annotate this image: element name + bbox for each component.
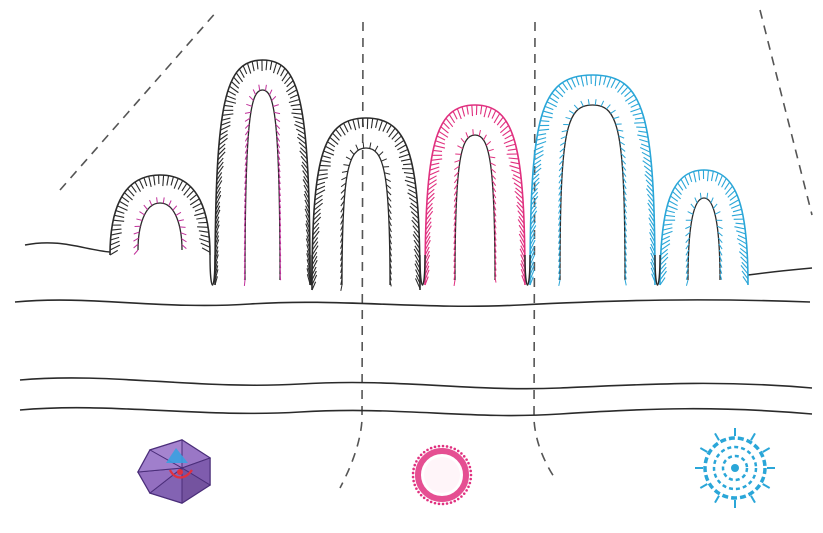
villus-4 xyxy=(425,105,525,286)
submucosa-line-lower xyxy=(20,408,812,416)
icosahedron-icon xyxy=(138,440,210,503)
villus-6-inner-contour xyxy=(688,198,720,280)
villus-4-microvilli xyxy=(425,105,525,285)
villus-3-inner-microvilli xyxy=(341,142,392,291)
villus-3-outer-contour xyxy=(312,118,420,290)
villus-5 xyxy=(530,75,655,286)
guide-lines xyxy=(60,10,812,488)
villus-1-microvilli xyxy=(110,175,210,255)
villus-2-inner-microvilli xyxy=(244,85,280,286)
villus-4-inner-microvilli xyxy=(454,129,496,286)
villus-1-inner-microvilli xyxy=(133,197,186,254)
villus-3 xyxy=(312,118,420,291)
crypt-2 xyxy=(310,255,312,285)
villus-5-microvilli xyxy=(530,75,655,285)
villus-1-inner-contour xyxy=(138,203,182,250)
mucosa-base-line xyxy=(15,300,810,306)
crypt-5 xyxy=(655,255,660,285)
villus-2-microvilli xyxy=(215,60,310,285)
villus-5-inner-contour xyxy=(560,105,625,280)
epithelium-edge-left xyxy=(25,243,110,252)
cyan-ring-particle xyxy=(695,428,775,508)
guide-line-center-left xyxy=(340,22,363,488)
villus-3-inner-contour xyxy=(342,148,390,285)
villus-6-microvilli xyxy=(660,170,748,285)
villus-6 xyxy=(660,170,748,286)
villus-2-outer-contour xyxy=(215,60,310,285)
guide-line-left xyxy=(60,10,218,190)
villus-5-outer-contour xyxy=(530,75,655,285)
concentric-ring-icon xyxy=(695,428,775,508)
icosahedral-virus xyxy=(138,440,210,503)
villi-group xyxy=(25,60,812,291)
crypt-4 xyxy=(525,255,530,285)
villus-3-microvilli xyxy=(312,118,420,290)
villus-2 xyxy=(215,60,310,286)
ring-icon xyxy=(412,445,473,506)
guide-line-center-right xyxy=(534,22,556,480)
epithelium-edge-right xyxy=(748,268,812,275)
crypt-3 xyxy=(420,255,425,285)
villus-1 xyxy=(110,175,210,255)
submucosa-line-upper xyxy=(20,378,812,389)
pink-ring-particle xyxy=(412,445,473,506)
crypt-1 xyxy=(210,255,215,285)
villus-6-inner-microvilli xyxy=(685,193,722,286)
villus-4-inner-contour xyxy=(455,135,495,280)
villus-6-outer-contour xyxy=(660,170,748,285)
tissue-layers xyxy=(15,300,812,416)
guide-line-right xyxy=(760,10,812,215)
